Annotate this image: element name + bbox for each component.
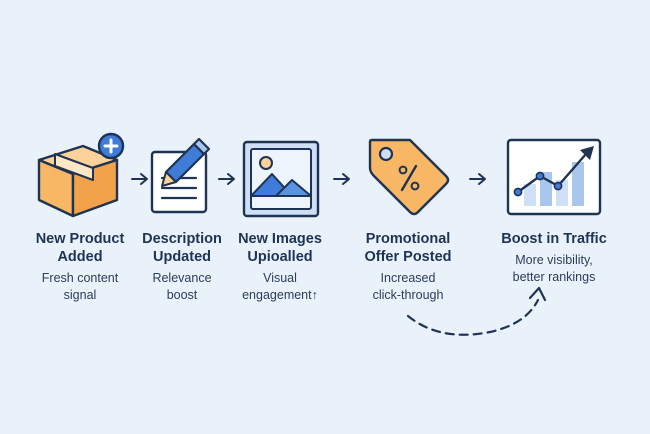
step-new-product: New Product Added Fresh content signal (15, 132, 145, 304)
step-boost-in-traffic: Boost in Traffic More visibility, better… (484, 132, 624, 286)
price-tag-icon (368, 138, 450, 216)
arrow-right-icon (218, 173, 235, 185)
box-plus-icon (37, 132, 125, 218)
step-new-images: New Images Upioalled Visual engagement↑ (215, 132, 345, 304)
arrow-right-icon (469, 173, 486, 185)
step-subtitle: Increased click-through (372, 271, 444, 302)
step-title: Promotional Offer Posted (364, 231, 452, 265)
step-subtitle: Visual engagement↑ (242, 271, 318, 302)
arrow-right-icon (333, 173, 350, 185)
image-icon (242, 140, 320, 218)
step-subtitle: More visibility, better rankings (512, 253, 596, 284)
trend-chart-icon (506, 138, 602, 216)
document-pencil-icon (150, 137, 211, 214)
step-description-updated: Description Updated Relevance boost (117, 132, 247, 304)
step-title: Boost in Traffic (501, 231, 607, 247)
step-title: Description Updated (142, 231, 222, 265)
step-title: New Product Added (35, 231, 125, 265)
step-title: New Images Upioalled (238, 231, 322, 265)
step-promotional-offer: Promotional Offer Posted Increased click… (343, 132, 473, 304)
arrow-right-icon (131, 173, 148, 185)
step-subtitle: Fresh content signal (41, 271, 119, 302)
step-subtitle: Relevance boost (152, 271, 212, 302)
dashed-loop-arrow-icon (406, 286, 547, 336)
